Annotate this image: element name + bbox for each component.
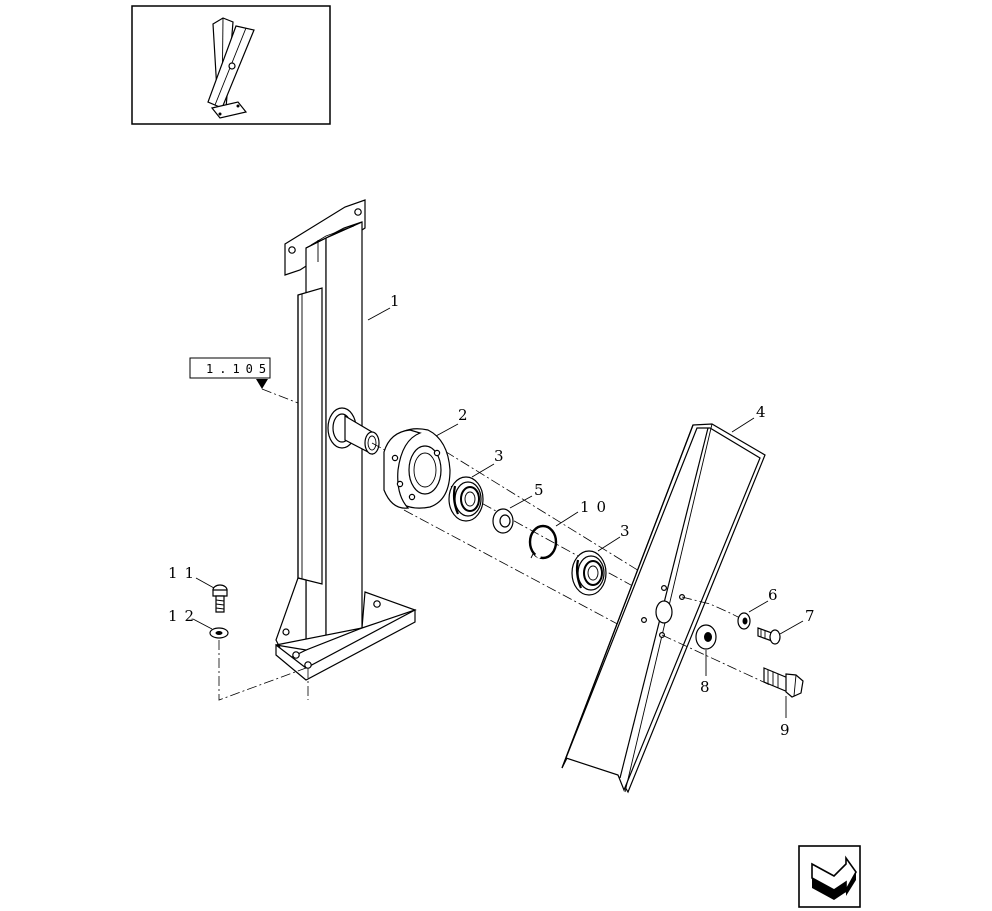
back-arrow-icon[interactable] [798,845,861,908]
bolt-part-9 [763,667,804,698]
snap-ring-part-10 [528,524,558,560]
callout-12: 12 [168,607,201,625]
callout-10: 10 [580,498,613,516]
bearing-part-3a [448,476,484,522]
callout-2: 2 [458,406,475,424]
assembly-thumbnail-icon[interactable] [131,5,331,125]
callout-1: 1 [390,292,407,310]
callout-8: 8 [700,678,717,696]
callout-5: 5 [534,481,551,499]
spacer-part-5 [492,508,514,534]
callout-7: 7 [805,607,822,625]
callout-9: 9 [780,721,797,739]
washer-part-12 [209,627,229,639]
callout-3b: 3 [620,522,637,540]
callout-3a: 3 [494,447,511,465]
callout-6: 6 [768,586,785,604]
washer-part-8 [695,624,717,650]
callout-4: 4 [756,403,773,421]
reference-label: 1.105 [206,362,272,376]
post-part-1 [275,199,417,681]
callout-11: 11 [168,564,201,582]
reference-box[interactable]: 1.105 [189,357,272,389]
screw-part-11 [212,584,228,613]
washer-part-6 [737,612,751,630]
bolt-part-7 [757,627,781,645]
channel-part-4 [561,423,766,794]
bearing-part-3b [571,550,607,596]
flange-part-2 [383,428,451,509]
